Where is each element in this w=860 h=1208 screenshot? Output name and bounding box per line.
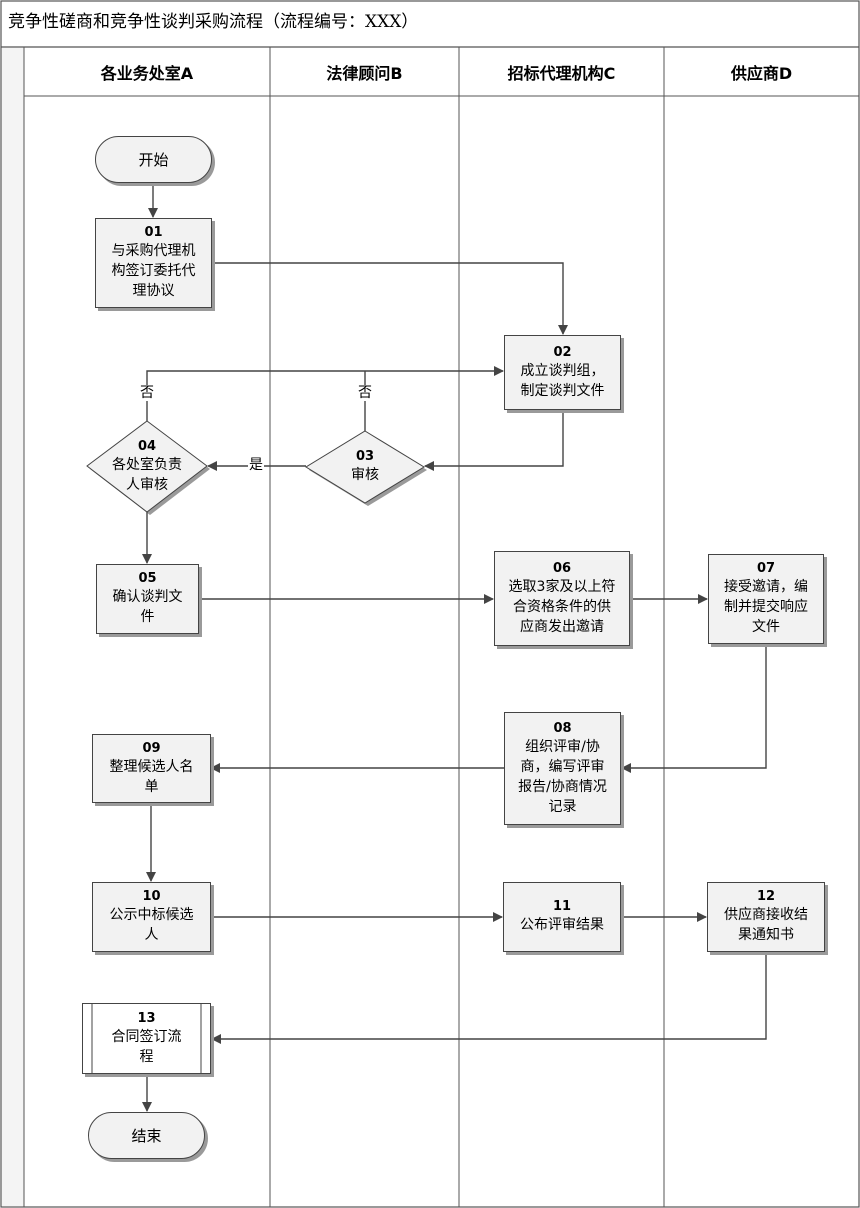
- node-text: 成立谈判组， 制定谈判文件: [520, 362, 605, 399]
- edge-02-03: [424, 410, 564, 471]
- node-text: 公布评审结果: [520, 917, 604, 933]
- process-node-12[interactable]: 12 供应商接收结 果通知书: [707, 882, 825, 952]
- node-number: 09: [142, 740, 161, 756]
- decision-node-04[interactable]: 04 各处室负责 人审核: [87, 421, 207, 512]
- edge-label-no-03: 否: [357, 385, 373, 401]
- process-node-11[interactable]: 11 公布评审结果: [503, 882, 621, 952]
- process-node-06[interactable]: 06 选取3家及以上符 合资格条件的供 应商发出邀请: [494, 551, 630, 646]
- node-number: 13: [137, 1010, 156, 1026]
- node-text: 审核: [351, 467, 379, 483]
- node-text: 供应商接收结 果通知书: [724, 907, 808, 943]
- process-node-01[interactable]: 01 与采购代理机 构签订委托代 理协议: [95, 218, 212, 308]
- node-number: 05: [138, 571, 157, 586]
- left-gutter: [2, 48, 24, 1206]
- process-node-07[interactable]: 07 接受邀请，编 制并提交响应 文件: [708, 554, 824, 644]
- node-text: 选取3家及以上符 合资格条件的供 应商发出邀请: [508, 578, 616, 635]
- edge-label-yes-03: 是: [248, 457, 264, 473]
- process-node-10[interactable]: 10 公示中标候选 人: [92, 882, 211, 952]
- node-number: 08: [553, 720, 572, 736]
- node-text: 合同签订流 程: [111, 1028, 182, 1065]
- end-label: 结束: [131, 1126, 162, 1145]
- node-number: 02: [553, 344, 572, 360]
- edge-12-13: [211, 952, 767, 1044]
- lane-header-c: 招标代理机构C: [507, 64, 616, 83]
- node-number: 10: [142, 889, 161, 904]
- start-label: 开始: [138, 150, 169, 169]
- diamond-03: [305, 430, 425, 504]
- decision-node-03[interactable]: 03 审核: [306, 431, 424, 503]
- node-text: 接受邀请，编 制并提交响应 文件: [724, 579, 808, 635]
- subprocess-node-13[interactable]: 13 合同签订流 程: [82, 1003, 211, 1074]
- node-number: 04: [137, 438, 157, 454]
- edge-04-02-no: [146, 366, 504, 421]
- lane-header-a: 各业务处室A: [100, 64, 194, 83]
- edge-label-no-04: 否: [139, 385, 155, 401]
- process-node-09[interactable]: 09 整理候选人名 单: [92, 734, 211, 803]
- node-text: 各处室负责 人审核: [112, 456, 182, 493]
- node-number: 12: [756, 889, 776, 904]
- process-node-05[interactable]: 05 确认谈判文 件: [96, 564, 199, 634]
- lane-header-d: 供应商D: [730, 64, 793, 83]
- node-text: 组织评审/协 商，编写评审 报告/协商情况 记录: [518, 738, 607, 815]
- node-number: 01: [144, 225, 163, 240]
- node-text: 公示中标候选 人: [109, 907, 194, 943]
- node-number: 03: [355, 449, 375, 464]
- node-text: 整理候选人名 单: [109, 758, 194, 795]
- lane-header-b: 法律顾问B: [326, 64, 403, 83]
- process-node-02[interactable]: 02 成立谈判组， 制定谈判文件: [504, 335, 621, 410]
- edge-01-02: [212, 262, 568, 335]
- node-number: 07: [756, 561, 776, 576]
- page-title: 竞争性磋商和竞争性谈判采购流程（流程编号：XXX）: [8, 12, 419, 32]
- node-number: 06: [552, 560, 572, 576]
- node-text: 确认谈判文 件: [112, 589, 183, 625]
- node-text: 与采购代理机 构签订委托代 理协议: [111, 243, 196, 299]
- end-node[interactable]: 结束: [88, 1112, 205, 1159]
- node-number: 11: [552, 899, 572, 914]
- process-node-08[interactable]: 08 组织评审/协 商，编写评审 报告/协商情况 记录: [504, 712, 621, 825]
- edge-07-08: [621, 644, 767, 773]
- start-node[interactable]: 开始: [95, 136, 212, 183]
